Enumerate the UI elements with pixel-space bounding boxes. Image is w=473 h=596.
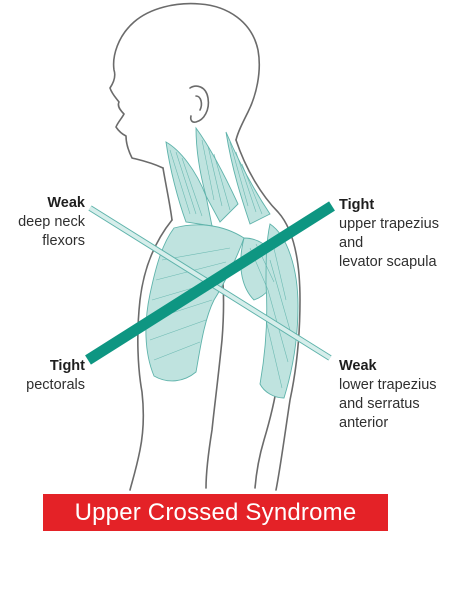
tight-crossing-line <box>85 201 335 365</box>
title-banner: Upper Crossed Syndrome <box>43 494 388 531</box>
label-line: anterior <box>339 415 389 431</box>
label-heading: Weak <box>339 358 377 374</box>
label-line: and serratus <box>339 396 420 412</box>
label-line: upper trapezius <box>339 216 439 232</box>
label-line: pectorals <box>26 377 85 393</box>
label-heading: Weak <box>47 195 85 211</box>
label-line: lower trapezius <box>339 377 437 393</box>
label-weak-deep-neck-flexors: Weak deep neck flexors <box>18 194 85 251</box>
label-tight-pectorals: Tight pectorals <box>26 357 85 395</box>
label-line: flexors <box>42 233 85 249</box>
label-line: deep neck <box>18 214 85 230</box>
label-line: levator scapula <box>339 254 437 270</box>
label-heading: Tight <box>339 197 375 213</box>
label-line: and <box>339 235 364 251</box>
label-heading: Tight <box>49 358 85 374</box>
label-weak-lower-trapezius: Weak lower trapezius and serratus anteri… <box>339 357 437 433</box>
label-tight-upper-trapezius: Tight upper trapezius and levator scapul… <box>339 196 439 272</box>
